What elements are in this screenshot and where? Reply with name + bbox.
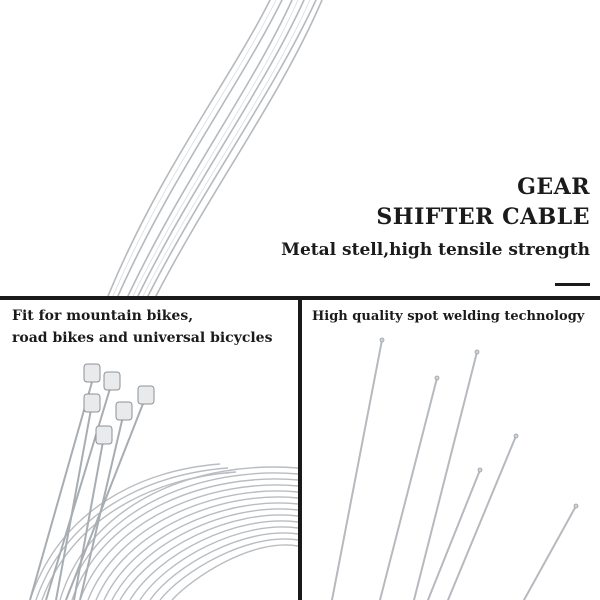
- compatibility-panel: Fit for mountain bikes, road bikes and u…: [0, 300, 298, 600]
- accent-dash: [555, 283, 590, 286]
- hero-panel: GEAR SHIFTER CABLE Metal stell,high tens…: [0, 0, 600, 296]
- coiled-cables-illustration: [29, 363, 298, 600]
- hero-subtitle: Metal stell,high tensile strength: [281, 240, 590, 260]
- cable-bundle-illustration: [107, 0, 323, 296]
- welding-panel: High quality spot welding technology: [302, 300, 600, 600]
- caption-line2: road bikes and universal bicycles: [12, 330, 273, 346]
- welding-caption: High quality spot welding technology: [312, 309, 585, 324]
- welded-cable-ends-illustration: [331, 337, 579, 600]
- caption-line1: Fit for mountain bikes,: [12, 308, 194, 324]
- hero-title-line2: SHIFTER CABLE: [376, 204, 590, 230]
- hero-title-line1: GEAR: [517, 174, 590, 200]
- vertical-divider: [298, 300, 302, 600]
- horizontal-divider: [0, 296, 600, 300]
- compatibility-caption: Fit for mountain bikes, road bikes and u…: [12, 305, 272, 349]
